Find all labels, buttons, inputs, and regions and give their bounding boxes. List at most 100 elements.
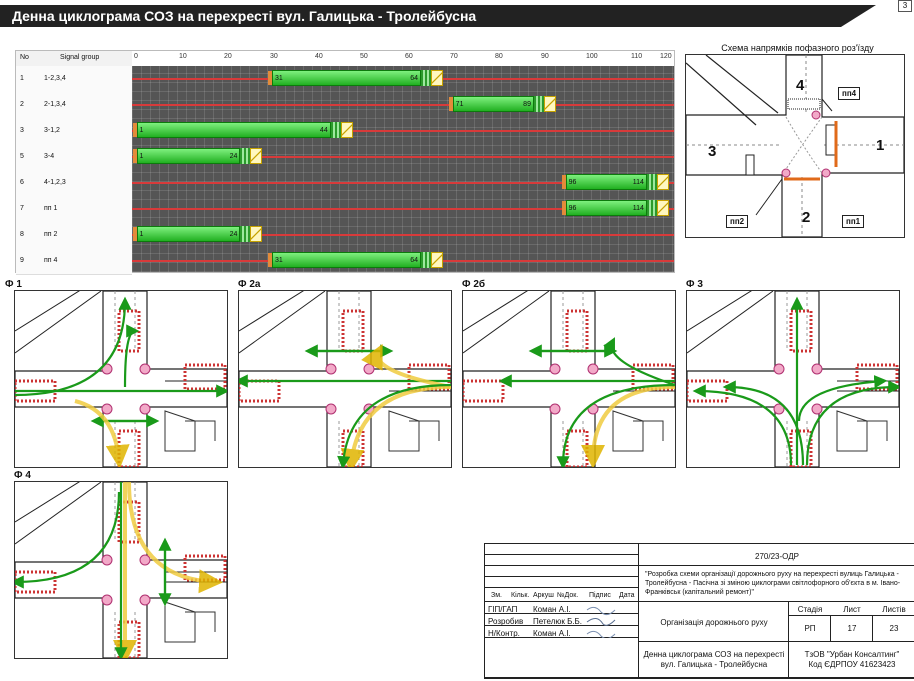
red-signal-line: [132, 208, 674, 210]
scale-tick: 110: [631, 53, 643, 60]
green-start: 31: [275, 257, 283, 264]
red-signal-line: [132, 104, 674, 106]
green-end: 89: [523, 101, 531, 108]
green-interval: 31 64: [272, 252, 422, 268]
row-no: 8: [20, 231, 24, 238]
green-flashing: [646, 174, 657, 190]
green-flashing: [240, 148, 251, 164]
green-start: 31: [275, 75, 283, 82]
row-group: пп 2: [44, 231, 58, 238]
phase-1-title: Ф 1: [5, 279, 22, 290]
col-zm: Зм.: [491, 592, 502, 599]
sheet-value: 17: [847, 624, 857, 633]
col-group: Signal group: [60, 54, 100, 61]
role-1: ГІП/ГАП: [488, 605, 518, 614]
phase-2a-diagram: [238, 290, 452, 468]
red-signal-line: [132, 156, 674, 158]
scale-tick: 70: [450, 53, 458, 60]
phase-2b-diagram: [462, 290, 676, 468]
scale-tick: 30: [270, 53, 278, 60]
approach-2: 2: [802, 209, 811, 226]
signal-row: 9 пп 4: [16, 248, 132, 275]
phase-3-title: Ф 3: [686, 279, 703, 290]
direction-scheme: 4 3 1 2 пп4 пп2 пп1: [685, 54, 905, 238]
page-title: Денна циклограма СОЗ на перехресті вул. …: [0, 5, 876, 27]
row-no: 5: [20, 153, 24, 160]
row-no: 9: [20, 257, 24, 264]
intersection-drawing: [15, 482, 227, 658]
org-code: Код ЄДРПОУ 41623423: [808, 660, 896, 669]
drawing-title: Денна циклограма СОЗ на перехресті вул. …: [643, 650, 785, 669]
green-start: 96: [568, 179, 577, 186]
phase-3-diagram: [686, 290, 900, 468]
green-flashing: [533, 96, 544, 112]
green-end: 64: [410, 75, 419, 82]
stage-value: РП: [804, 624, 816, 633]
green-start: 1: [139, 153, 144, 160]
green-end: 24: [229, 231, 238, 238]
signatures-icon: [586, 606, 616, 638]
green-flashing: [240, 226, 251, 242]
intersection-drawing: [687, 291, 899, 467]
row-group: 1-2,3,4: [44, 75, 66, 82]
org-name: ТзОВ "Урбан Консалтинг": [804, 650, 900, 659]
phase-2a-title: Ф 2а: [238, 279, 261, 290]
scale-tick: 50: [360, 53, 368, 60]
phase-4-diagram: [14, 481, 228, 659]
green-flashing: [421, 252, 432, 268]
red-signal-line: [132, 130, 674, 132]
sheets-label: Листів: [882, 605, 906, 614]
row-no: 2: [20, 101, 24, 108]
green-start: 1: [139, 127, 144, 134]
scale-tick: 100: [586, 53, 598, 60]
amber-interval: [656, 200, 669, 216]
row-no: 7: [20, 205, 24, 212]
scale-tick: 20: [224, 53, 232, 60]
red-amber-mark: [448, 97, 453, 111]
approach-4: 4: [796, 77, 805, 94]
scale-tick: 80: [495, 53, 503, 60]
green-interval: 1 24: [136, 226, 241, 242]
row-group: пп 4: [44, 257, 58, 264]
row-no: 1: [20, 75, 24, 82]
green-end: 64: [410, 257, 419, 264]
amber-interval: [250, 226, 263, 242]
name-2: Петелюк Б.Б.: [533, 617, 583, 626]
red-amber-mark: [132, 123, 137, 137]
scale-tick: 60: [405, 53, 413, 60]
row-no: 3: [20, 127, 24, 134]
crossing-pp1: пп1: [842, 215, 865, 228]
sheet-label: Лист: [843, 605, 861, 614]
red-amber-mark: [132, 227, 137, 241]
red-amber-mark: [268, 71, 273, 85]
scale-tick: 120: [660, 53, 672, 60]
col-arkush: Аркуш: [533, 592, 554, 599]
green-start: 1: [139, 231, 144, 238]
approach-3: 3: [708, 143, 717, 160]
phase-4-title: Ф 4: [14, 470, 31, 481]
role-3: Н/Контр.: [488, 629, 520, 638]
approach-1: 1: [876, 137, 885, 154]
red-amber-mark: [268, 253, 273, 267]
amber-interval: [431, 252, 444, 268]
green-interval: 1 24: [136, 148, 241, 164]
corner-mark: 3: [898, 0, 912, 12]
green-end: 24: [229, 153, 238, 160]
row-group: 4-1,2,3: [44, 179, 66, 186]
green-interval: 31 64: [272, 70, 422, 86]
red-signal-line: [132, 234, 674, 236]
name-1: Коман А.І.: [533, 605, 571, 614]
project-name: "Розробка схеми організації дорожнього р…: [645, 571, 901, 596]
red-amber-mark: [561, 201, 566, 215]
col-signature: Підпис: [589, 592, 611, 599]
row-group: пп 1: [44, 205, 58, 212]
